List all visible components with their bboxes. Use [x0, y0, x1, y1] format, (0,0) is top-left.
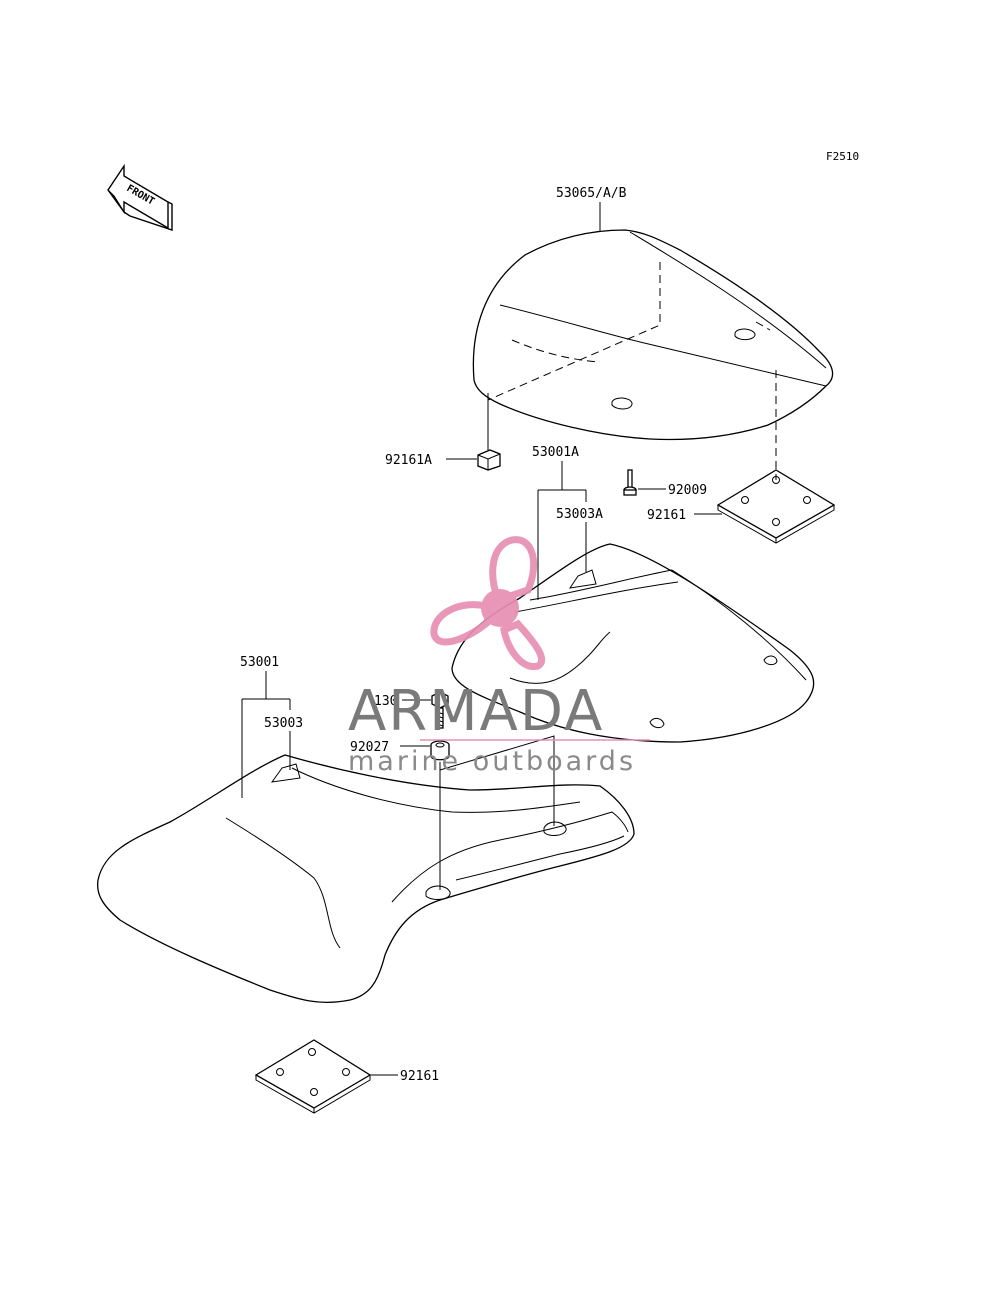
label-92027: 92027	[350, 740, 389, 755]
part-92161-lower-pad	[254, 1039, 372, 1114]
propeller-logo-icon	[430, 536, 546, 670]
label-53003A: 53003A	[556, 507, 603, 522]
figure-code: F2510	[826, 150, 859, 163]
rear-seat-cowl	[472, 229, 834, 441]
front-arrow-icon: FRONT	[107, 163, 173, 231]
label-92161A: 92161A	[385, 453, 432, 468]
label-53001: 53001	[240, 655, 279, 670]
part-130-bolt	[431, 691, 449, 729]
part-92161A	[477, 449, 501, 471]
front-seat	[96, 754, 635, 1004]
part-92009-screw	[623, 469, 637, 496]
watermark-tagline: marine outboards	[348, 746, 636, 777]
label-53003: 53003	[264, 716, 303, 731]
label-53001A: 53001A	[532, 445, 579, 460]
label-92009: 92009	[668, 483, 707, 498]
line-rear-mount	[439, 735, 555, 826]
label-92161-lower: 92161	[400, 1069, 439, 1084]
label-53065: 53065/A/B	[556, 186, 627, 201]
label-130: 130	[374, 694, 397, 709]
watermark-brand: ARMADA	[348, 679, 604, 744]
rear-seat	[451, 543, 815, 743]
part-92161-upper-pad	[716, 469, 836, 544]
label-92161-upper: 92161	[647, 508, 686, 523]
part-92027-collar	[430, 740, 450, 761]
